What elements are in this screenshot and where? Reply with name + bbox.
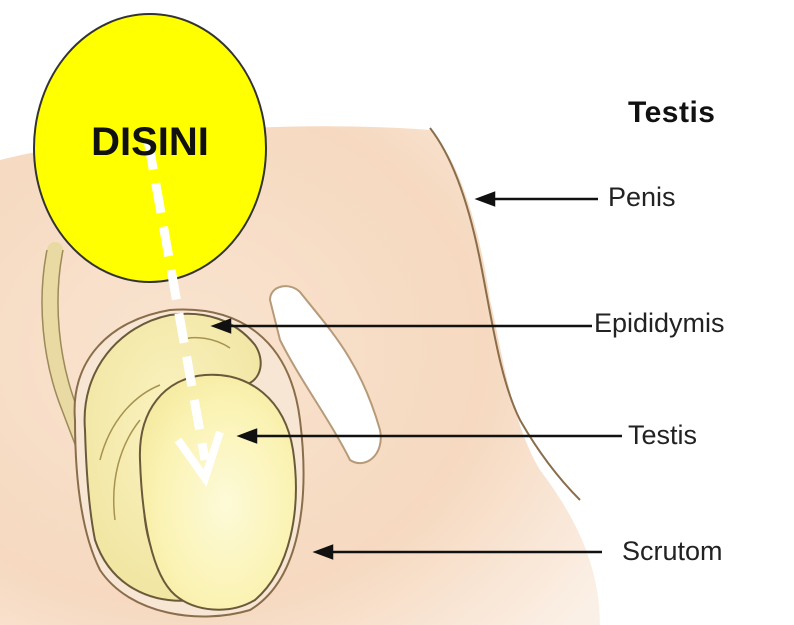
label-penis: Penis (608, 184, 676, 211)
testis-shape (140, 375, 296, 610)
label-testis: Testis (628, 422, 697, 449)
callout-label: DISINI (0, 122, 300, 162)
diagram-title: Testis (628, 98, 715, 128)
label-scrotum: Scrutom (622, 538, 723, 565)
label-epididymis: Epididymis (594, 310, 725, 337)
